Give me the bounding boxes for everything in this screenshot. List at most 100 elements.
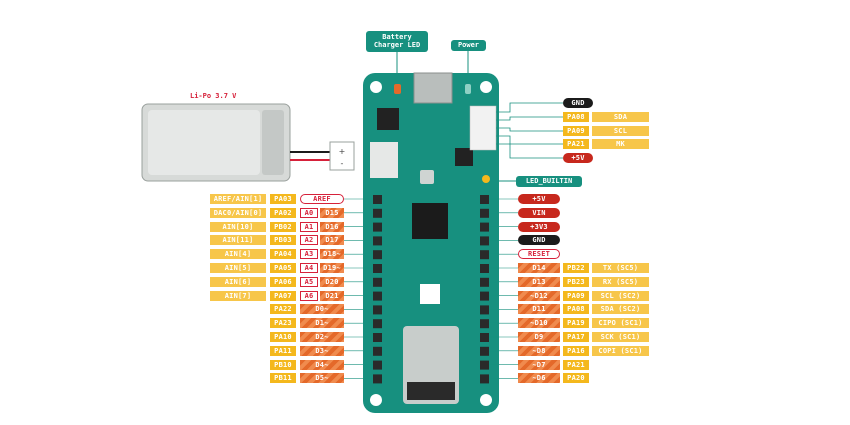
left-port-label: PB10 — [270, 359, 296, 370]
right-digital-label: ~D8 — [518, 345, 560, 356]
right-port-label: PA16 — [563, 345, 589, 356]
connector-minus-sign: - — [341, 159, 344, 168]
battery-charger-led-callout: Battery Charger LED — [366, 31, 428, 52]
main-mcu — [412, 203, 448, 239]
i2c-mk-port-label: PA21 — [563, 139, 589, 149]
left-analog-label: A2 — [300, 235, 318, 246]
left-alt-func-label: AIN[11] — [210, 235, 266, 246]
header-pin-right — [480, 360, 489, 370]
left-analog-label: A6 — [300, 290, 318, 301]
right-power-label: VIN — [518, 207, 560, 218]
right-power-label: +3V3 — [518, 221, 560, 232]
mount-hole — [370, 394, 382, 406]
left-port-label: PA06 — [270, 276, 296, 287]
i2c-leader — [496, 102, 563, 113]
right-digital-label: ~D6 — [518, 373, 560, 384]
right-alt-func-label: TX (SC5) — [592, 263, 649, 273]
chip-white — [420, 284, 440, 304]
left-alt-func-label: AIN[10] — [210, 221, 266, 232]
battery-end — [262, 110, 284, 175]
left-analog-label: A4 — [300, 263, 318, 273]
header-pin-left — [373, 319, 382, 329]
left-port-label: PA11 — [270, 345, 296, 356]
right-port-label: PA20 — [563, 373, 589, 384]
i2c-mk-func-label: MK — [592, 139, 649, 149]
header-pin-right — [480, 346, 489, 356]
antenna — [407, 382, 455, 400]
right-port-label: PA08 — [563, 304, 589, 315]
header-pin-left — [373, 291, 382, 301]
header-pin-left — [373, 208, 382, 218]
right-power-label: GND — [518, 235, 560, 246]
left-digital-label: D4~ — [300, 359, 344, 370]
header-pin-left — [373, 360, 382, 370]
left-digital-label: D1~ — [300, 318, 344, 329]
right-alt-func-label: RX (SC5) — [592, 276, 649, 287]
mount-hole — [480, 394, 492, 406]
led-builtin — [482, 175, 490, 183]
left-port-label: PA04 — [270, 249, 296, 260]
left-port-label: PB03 — [270, 235, 296, 246]
left-digital-label: D19~ — [320, 263, 344, 273]
left-digital-label: D0~ — [300, 304, 344, 315]
header-pin-right — [480, 333, 489, 342]
i2c-sda-port-label: PA08 — [563, 112, 589, 122]
mount-hole — [370, 81, 382, 93]
left-port-label: PB02 — [270, 221, 296, 232]
header-pin-left — [373, 305, 382, 315]
left-digital-label: D16 — [320, 221, 344, 232]
power-led — [465, 84, 471, 94]
i2c-leader — [496, 135, 563, 145]
right-alt-func-label: SCK (SC1) — [592, 332, 649, 342]
i2c-scl-port-label: PA09 — [563, 126, 589, 136]
left-alt-func-label: DAC0/AIN[0] — [210, 207, 266, 218]
battery-highlight — [148, 110, 260, 175]
battery-connector — [329, 141, 355, 171]
header-pin-left — [373, 250, 382, 260]
header-pin-left — [373, 264, 382, 273]
header-pin-left — [373, 277, 382, 287]
left-alt-func-label: AIN[5] — [210, 263, 266, 273]
connector-plus-sign: + — [339, 147, 346, 156]
left-aref-label: AREF — [300, 194, 344, 204]
chip — [377, 108, 399, 130]
left-digital-label: D18~ — [320, 249, 344, 260]
left-digital-label: D20 — [320, 276, 344, 287]
usb-connector — [413, 72, 453, 104]
header-pin-left — [373, 346, 382, 356]
left-digital-label: D17 — [320, 235, 344, 246]
left-port-label: PB11 — [270, 373, 296, 384]
left-port-label: PA02 — [270, 207, 296, 218]
right-alt-func-label: CIPO (SC1) — [592, 318, 649, 329]
battery-jack — [370, 142, 398, 178]
header-pin-left — [373, 236, 382, 246]
right-port-label: PA19 — [563, 318, 589, 329]
right-digital-label: ~D12 — [518, 290, 560, 301]
header-pin-right — [480, 319, 489, 329]
right-digital-label: D13 — [518, 276, 560, 287]
right-digital-label: D11 — [518, 304, 560, 315]
battery-label: Li-Po 3.7 V — [190, 92, 237, 100]
header-pin-right — [480, 277, 489, 287]
header-pin-right — [480, 236, 489, 246]
left-digital-label: D21 — [320, 290, 344, 301]
i2c-leader — [496, 116, 563, 121]
right-power-label: RESET — [518, 249, 560, 260]
i2c-gnd-label: GND — [563, 98, 593, 108]
left-analog-label: A0 — [300, 207, 318, 218]
i2c-leader — [496, 127, 563, 132]
right-port-label: PB23 — [563, 276, 589, 287]
header-pin-right — [480, 208, 489, 218]
left-port-label: PA03 — [270, 194, 296, 204]
left-digital-label: D2~ — [300, 332, 344, 342]
header-pin-left — [373, 333, 382, 342]
i2c-scl-func-label: SCL — [592, 126, 649, 136]
left-analog-label: A5 — [300, 276, 318, 287]
left-analog-label: A3 — [300, 249, 318, 260]
header-pin-right — [480, 195, 489, 204]
right-alt-func-label: COPI (SC1) — [592, 345, 649, 356]
header-pin-left — [373, 374, 382, 384]
